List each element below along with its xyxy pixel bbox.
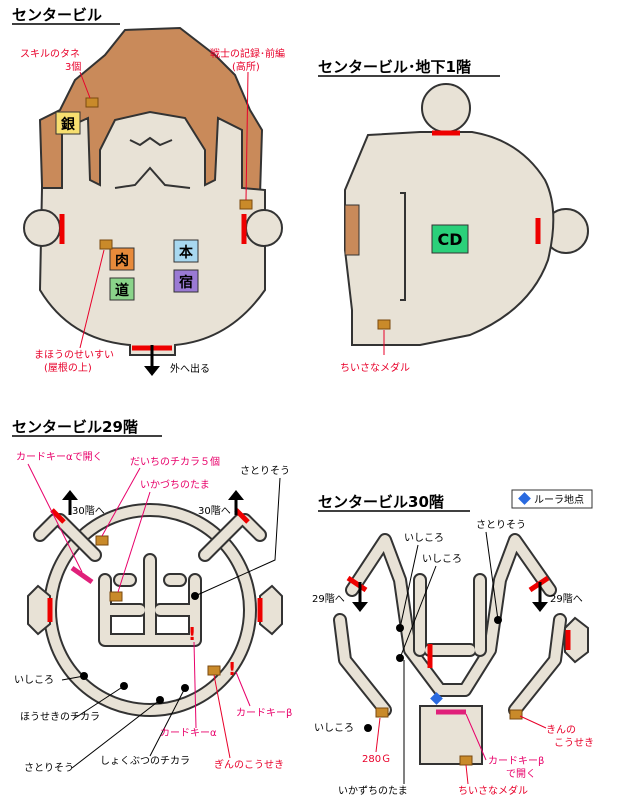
basement-top-room bbox=[421, 83, 471, 133]
alpha-gate bbox=[70, 565, 94, 585]
f30-stone3-dot bbox=[364, 724, 372, 732]
chest-magic-water bbox=[99, 239, 113, 250]
f30-thunder-label: いかずちのたま bbox=[338, 785, 408, 797]
floor30-lower-room bbox=[419, 705, 483, 765]
f30-stone2-label: いしころ bbox=[422, 553, 462, 565]
stone-label: いしころ bbox=[14, 674, 54, 686]
f30-gold-ore-label2: こうせき bbox=[554, 737, 594, 749]
svg-text:本: 本 bbox=[179, 244, 194, 261]
satori2-label: さとりそう bbox=[24, 762, 74, 774]
cd-box: CD bbox=[431, 224, 469, 254]
floor30-to29-left: 29階へ bbox=[312, 593, 345, 605]
rura-legend: ルーラ地点 bbox=[511, 489, 593, 509]
f30-stone3-label: いしころ bbox=[314, 722, 354, 734]
f30-satori-label: さとりそう bbox=[476, 519, 526, 531]
treasure-label1: ほうせきのチカラ bbox=[20, 711, 100, 723]
f30-stone1-label: いしころ bbox=[404, 532, 444, 544]
silver-ore-label: ぎんのこうせき bbox=[214, 758, 284, 771]
floor30-title: センタービル30階 bbox=[318, 493, 444, 511]
right-round-room bbox=[245, 209, 283, 247]
chest-gold-ore bbox=[509, 709, 523, 720]
floor29-map: センタービル29階 30階へ 30階へ ! ! bbox=[12, 418, 292, 774]
f30-beta-label2: で開く bbox=[506, 768, 536, 780]
floor30-map: センタービル30階 ルーラ地点 29階へ 29階へ bbox=[312, 489, 594, 797]
beta-label: カードキーβ bbox=[236, 707, 292, 719]
magic-water-label: まほうのせいすい bbox=[34, 349, 114, 361]
svg-text:銀: 銀 bbox=[61, 116, 75, 133]
chest-basement-medal bbox=[377, 319, 391, 330]
svg-text:CD: CD bbox=[437, 230, 462, 249]
warrior-record-label: 戦士の記録･前編 bbox=[210, 47, 285, 60]
chest-skill-seed bbox=[85, 97, 99, 108]
thunder-label: いかづちのたま bbox=[140, 479, 210, 491]
f30-gold-ore-label1: きんの bbox=[546, 724, 576, 736]
svg-text:道: 道 bbox=[115, 282, 129, 299]
center-building-map: センタービル 外へ出る 銀 肉 道 本 bbox=[12, 6, 285, 376]
basement-medal-label: ちいさなメダル bbox=[340, 361, 410, 374]
alpha-mark: ! bbox=[188, 624, 196, 645]
floor30-to29-right: 29階へ bbox=[550, 593, 583, 605]
plant-label: しょくぶつのチカラ bbox=[100, 755, 190, 767]
beta-mark: ! bbox=[228, 659, 236, 680]
chest-power bbox=[95, 535, 109, 546]
skill-seed-count: 3個 bbox=[65, 60, 81, 73]
magic-water-note: (屋根の上) bbox=[44, 361, 92, 374]
chest-silver-ore bbox=[207, 665, 221, 676]
svg-text:ルーラ地点: ルーラ地点 bbox=[534, 493, 584, 506]
svg-text:肉: 肉 bbox=[115, 252, 129, 269]
shop-book: 本 bbox=[173, 239, 199, 263]
alpha-open-label: カードキーαで開く bbox=[16, 451, 103, 463]
floor29-door-ne bbox=[50, 508, 66, 524]
chest-gold bbox=[375, 707, 389, 718]
warrior-record-note: (高所) bbox=[232, 60, 260, 73]
floor29-door-nw bbox=[234, 508, 250, 524]
floor29-to30-right: 30階へ bbox=[198, 505, 231, 517]
floor30-door-left bbox=[346, 575, 368, 593]
shop-silver: 銀 bbox=[55, 111, 81, 135]
shop-road: 道 bbox=[109, 277, 135, 301]
power-seed-label: だいちのチカラ５個 bbox=[130, 455, 220, 468]
floor29-to30-left: 30階へ bbox=[72, 505, 105, 517]
floor29-left-room bbox=[27, 584, 51, 636]
f30-beta-label1: カードキーβ bbox=[488, 755, 544, 767]
satori-label: さとりそう bbox=[240, 465, 290, 477]
chest-f30-medal bbox=[459, 755, 473, 766]
left-round-room bbox=[23, 209, 61, 247]
floor29-right-room bbox=[259, 584, 283, 636]
alpha-label: カードキーα bbox=[160, 727, 217, 739]
shop-inn: 宿 bbox=[173, 269, 199, 293]
floor30-right-room bbox=[564, 616, 589, 664]
floor29-title: センタービル29階 bbox=[12, 418, 138, 436]
exit-label: 外へ出る bbox=[170, 362, 210, 375]
basement-title: センタービル･地下1階 bbox=[318, 58, 471, 76]
main-floor bbox=[38, 110, 266, 356]
f30-gold-label: 280Ｇ bbox=[362, 754, 391, 765]
basement-map: センタービル･地下1階 CD ちいさなメダル bbox=[318, 58, 589, 374]
skill-seed-label: スキルのタネ bbox=[20, 48, 80, 60]
center-building-title: センタービル bbox=[12, 6, 102, 24]
basement-wall-patch bbox=[344, 204, 360, 256]
chest-thunder bbox=[109, 591, 123, 602]
chest-warrior-record bbox=[239, 199, 253, 210]
shop-meat: 肉 bbox=[109, 247, 135, 271]
f30-medal-label: ちいさなメダル bbox=[458, 784, 528, 797]
svg-text:宿: 宿 bbox=[179, 274, 193, 291]
